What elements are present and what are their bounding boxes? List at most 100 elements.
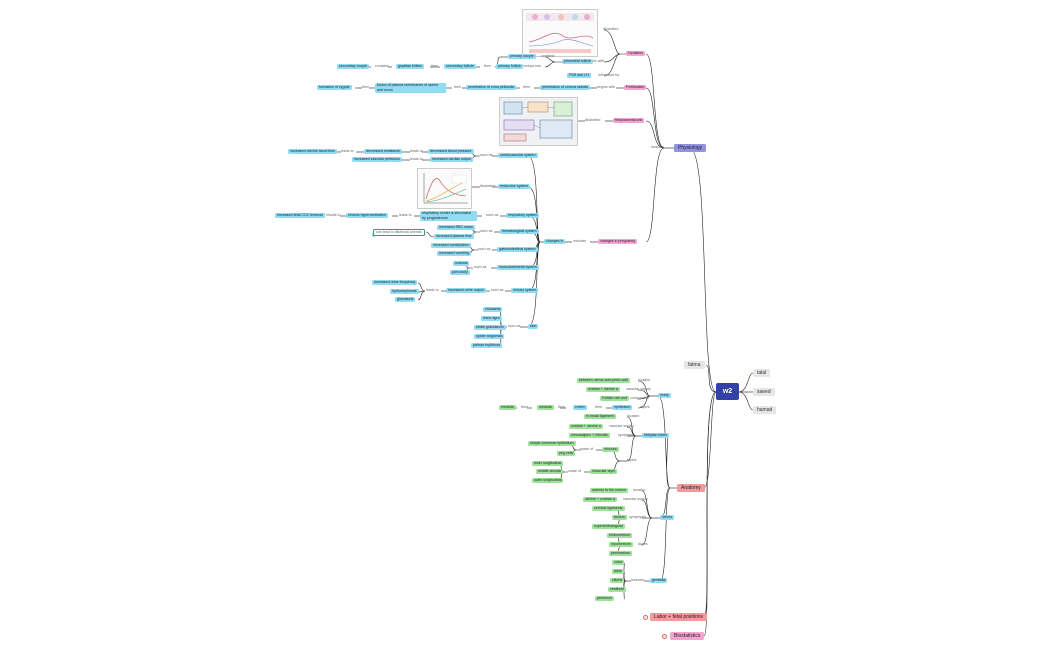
changes-in-node[interactable]: changes in [544, 239, 566, 244]
made-of-label-1: made of [580, 447, 593, 451]
central-topic[interactable]: w2 [716, 383, 739, 400]
primary-follicle-node[interactable]: primary follicle [496, 64, 523, 69]
muscular-layer-node[interactable]: muscular layer [590, 469, 618, 474]
peg-cells-node[interactable]: peg cells [557, 451, 576, 456]
increased-vomiting-node[interactable]: increased vomiting [437, 251, 471, 256]
genitalia-item-node[interactable]: perineum [595, 596, 614, 601]
made-of-label-2: made of [568, 469, 581, 473]
formation-zygote-node[interactable]: formation of zygote [317, 85, 352, 90]
primordial-follicle-node[interactable]: primordial follicle [562, 59, 593, 64]
skin-item-node[interactable]: linea nigra [481, 316, 502, 321]
medulla-node[interactable]: medulla [537, 405, 554, 410]
dilutional-anemia-node[interactable]: can lead to dilutional anemia [373, 229, 425, 236]
fatma-topic[interactable]: fatma [684, 361, 705, 369]
musculoskeletal-system-node[interactable]: musculoskeletal system [497, 265, 539, 270]
fusion-membranes-node[interactable]: fusion of plasma membranes of sperm and … [375, 83, 446, 93]
fallopian-tubes-node[interactable]: fallopian tubes [642, 433, 670, 438]
perimetrium-node[interactable]: perimetrium [609, 551, 632, 556]
genitalia-item-node[interactable]: labia [612, 569, 624, 574]
increased-cardiac-output-node[interactable]: increased cardiac output [430, 157, 474, 162]
hamad-topic[interactable]: hamad [753, 406, 777, 414]
fsh-lh-node[interactable]: FSH and LH [567, 73, 591, 78]
endocrine-system-node[interactable]: endocrine system [498, 184, 531, 189]
saeed-topic[interactable]: saeed [753, 388, 775, 396]
tube-vascular-node[interactable]: ovarian + uterine a [569, 424, 603, 429]
uterus-symphysis-node[interactable]: fundus [612, 515, 627, 520]
hematological-system-node[interactable]: hematological system [500, 229, 539, 234]
skin-item-node[interactable]: palmar erythema [471, 343, 502, 348]
increased-urine-node[interactable]: increased urine output [446, 288, 486, 293]
primary-oocyte-node[interactable]: primary oocyte [508, 54, 536, 59]
decreased-resistance-node[interactable]: decreased resistance [364, 149, 403, 154]
uterus-vascular-node[interactable]: uterine + ovarian a [583, 497, 617, 502]
epithelium-node[interactable]: epithelium [612, 405, 633, 410]
physiology-topic[interactable]: Physiology [674, 144, 707, 152]
glucosuria-node[interactable]: glucosuria [395, 297, 416, 302]
contains-label: contains [541, 54, 555, 58]
skin-node[interactable]: skin [528, 324, 539, 329]
fetoplacental-unit-node[interactable]: fetoplacental unit [613, 118, 645, 123]
chronic-hyperventilation-node[interactable]: chronic hyperventilation [346, 213, 388, 218]
increased-uterine-flow-node[interactable]: increased uterine blood flow [288, 149, 337, 154]
increased-vascular-perfusion-node[interactable]: increased vascular perfusion [352, 157, 402, 162]
uterus-location-node[interactable]: anterior to the rectum [590, 488, 629, 493]
labor-collapse-icon[interactable]: − [643, 615, 648, 620]
uterus-node[interactable]: uterus [660, 515, 674, 520]
skin-item-node[interactable]: chloasma [483, 307, 503, 312]
anatomy-topic[interactable]: Anatomy [677, 484, 705, 492]
increased-frequency-node[interactable]: increased urine frequency [372, 280, 418, 285]
resp-center-node[interactable]: respiratory center is stimulated by prog… [420, 211, 477, 221]
hydronephrosis-node[interactable]: hydronephrosis [390, 289, 419, 294]
genitalia-item-node[interactable]: vulva [612, 560, 625, 565]
location-label-1: location [638, 378, 651, 382]
ovary-location-node[interactable]: between uterus and pelvic wall [577, 378, 630, 383]
urinary-system-node[interactable]: urinary system [511, 288, 539, 293]
biostatistics-topic[interactable]: Biostatistics [670, 632, 705, 640]
joint-laxity-node[interactable]: joint laxity [450, 270, 470, 275]
decreased-bp-node[interactable]: decreased blood pressure [428, 149, 474, 154]
ovary-vascular-node[interactable]: ovarian + uterine a [586, 387, 620, 392]
graafian-follicle-node[interactable]: graafian follicle [396, 64, 424, 69]
increased-constipation-node[interactable]: increased constipation [431, 243, 471, 248]
ovary-node[interactable]: ovary [658, 393, 671, 398]
ovulation-node[interactable]: Ovulation [626, 51, 646, 56]
tube-symphysis-node[interactable]: mesosalpinx + infundib [569, 433, 610, 438]
increased-rbc-node[interactable]: increased RBC mass [437, 225, 475, 230]
such-as-label-7: such as [508, 324, 521, 328]
penetration-zona-node[interactable]: penetration of zona pellucida [466, 85, 516, 90]
biostatistics-collapse-icon[interactable]: − [662, 634, 667, 639]
endometrium-node[interactable]: endometrium [607, 533, 632, 538]
respiratory-system-node[interactable]: respiratory system [506, 213, 540, 218]
increased-fetal-co2-node[interactable]: increased fetal CO2 removal [275, 213, 325, 218]
ciliated-node[interactable]: simple columnar epithelium [528, 441, 576, 446]
cardiovascular-system-node[interactable]: cardiovascular system [498, 153, 538, 158]
labor-topic[interactable]: Labor + fetal positions [650, 613, 708, 621]
genitalia-item-node[interactable]: vestibule [608, 587, 627, 592]
skin-item-node[interactable]: striae gravidarum [474, 325, 506, 330]
genitalia-item-node[interactable]: clitoris [610, 578, 625, 583]
influenced-by-label: influenced by [598, 73, 620, 77]
middle-circular-node[interactable]: middle circular [536, 469, 564, 474]
fertilization-node[interactable]: Fertilization [624, 85, 647, 90]
mucosa-node[interactable]: mucosa [602, 447, 619, 452]
inner-longitudinal-node[interactable]: inner longitudinal [532, 461, 564, 466]
skin-item-node[interactable]: spider angiomas [474, 334, 505, 339]
ovary-extra-node[interactable]: medulla [499, 405, 516, 410]
outer-longitudinal-node[interactable]: outer longitudinal [532, 478, 564, 483]
penetration-corona-node[interactable]: penetration of corona radiata [540, 85, 590, 90]
secondary-oocyte-node[interactable]: secondary oocyte [337, 64, 370, 69]
gastrointestinal-system-node[interactable]: gastrointestinal system [497, 247, 538, 252]
ovary-composition-node[interactable]: Follicle-rich unit [600, 396, 629, 401]
increased-plasma-node[interactable]: increased plasma flow [434, 234, 474, 239]
uterus-symphysis-node[interactable]: cervical ligaments [592, 506, 625, 511]
then-label-4: then [454, 85, 461, 89]
secondary-follicle-node[interactable]: secondary follicle [444, 64, 476, 69]
uterus-symphysis-node[interactable]: superior/triangular [592, 524, 625, 529]
talal-topic[interactable]: talal [753, 369, 771, 377]
changes-in-pregnancy-node[interactable]: changes in pregnancy [598, 239, 638, 244]
cortex-node[interactable]: cortex [573, 405, 587, 410]
lordosis-node[interactable]: lordosis [453, 261, 470, 266]
myometrium-node[interactable]: myometrium [609, 542, 633, 547]
tube-location-node[interactable]: in broad ligament [584, 414, 616, 419]
genitalia-node[interactable]: genitalia [650, 578, 668, 583]
